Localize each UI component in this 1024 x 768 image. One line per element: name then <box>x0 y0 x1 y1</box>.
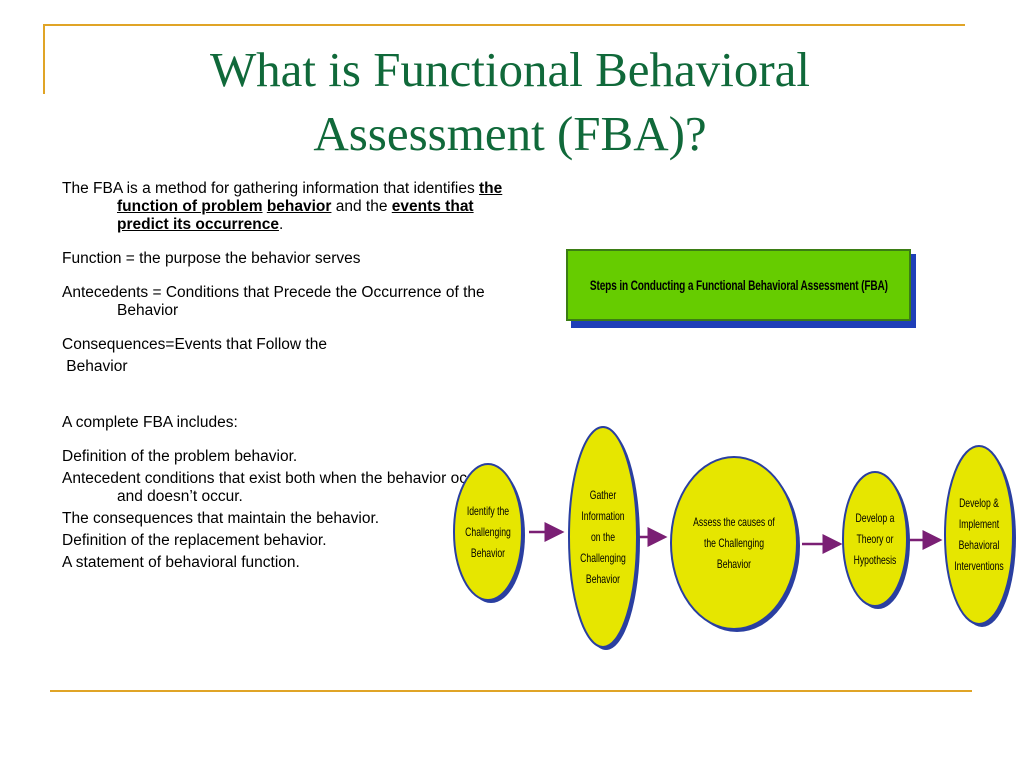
flow-diagram-shapes <box>453 426 1016 650</box>
list-item: A statement of behavioral function. <box>62 554 300 571</box>
fba-definition-text: The FBA is a method for gathering inform… <box>62 180 480 197</box>
slide-title-line-1: What is Functional Behavioral <box>209 42 811 97</box>
consequences-definition-line-1: Consequences=Events that Follow the <box>62 336 327 353</box>
complete-fba-heading: A complete FBA includes: <box>62 414 238 431</box>
slide-title: What is Functional Behavioral Assessment… <box>110 38 910 166</box>
slide-frame-bottom-line <box>50 690 972 692</box>
body-text: The FBA is a method for gathering inform… <box>62 180 512 572</box>
list-item: Definition of the problem behavior. <box>62 448 298 465</box>
steps-banner-text: Steps in Conducting a Functional Behavio… <box>589 277 888 293</box>
consequences-definition-line-2: Behavior <box>62 358 128 375</box>
slide-frame-top-line <box>43 24 965 26</box>
fba-steps-flow-diagram: Identify the Challenging Behavior Gather… <box>440 420 1020 660</box>
step-ellipse-hypothesis <box>842 471 908 607</box>
step-ellipse-interventions <box>944 445 1014 625</box>
underlined-events-phrase: events that predict its occurrence <box>117 198 474 233</box>
underlined-function-phrase: the function of problem <box>117 180 503 215</box>
antecedents-definition: Antecedents = Conditions that Precede th… <box>62 284 485 319</box>
list-item: Definition of the replacement behavior. <box>62 532 327 549</box>
step-ellipse-identify <box>453 463 523 601</box>
underlined-behavior-word: behavior <box>266 198 332 215</box>
fba-definition-connector: and the <box>331 198 392 215</box>
list-item: The consequences that maintain the behav… <box>62 510 380 527</box>
fba-definition: The FBA is a method for gathering inform… <box>62 180 512 234</box>
step-ellipse-gather <box>568 426 638 648</box>
slide-frame-left-line <box>43 24 45 94</box>
steps-banner: Steps in Conducting a Functional Behavio… <box>566 249 911 321</box>
function-definition: Function = the purpose the behavior serv… <box>62 250 361 267</box>
period: . <box>278 216 284 233</box>
slide-title-line-2: Assessment (FBA)? <box>313 106 707 161</box>
step-ellipse-assess <box>670 456 798 630</box>
list-item: Antecedent conditions that exist both wh… <box>62 470 497 505</box>
